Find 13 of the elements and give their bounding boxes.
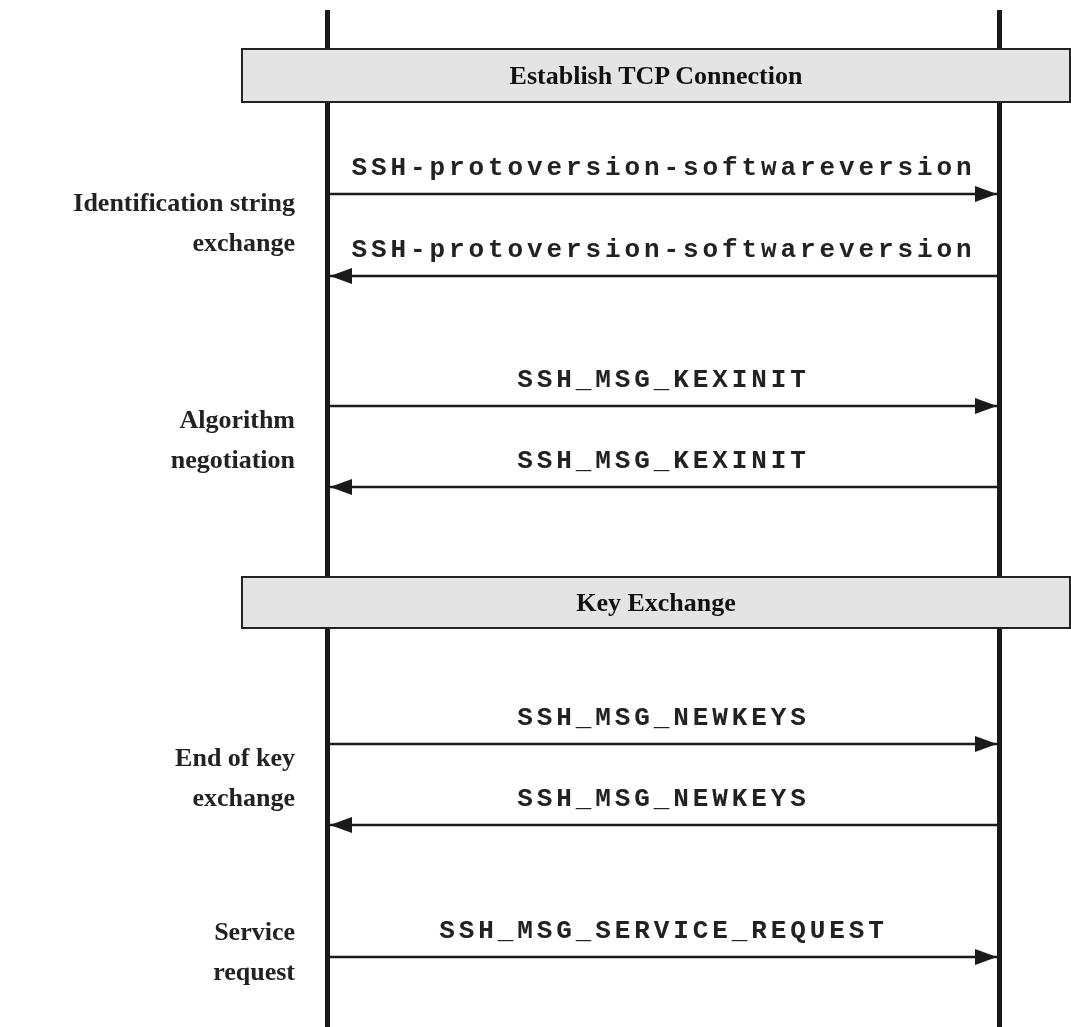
phase-band: Key Exchange <box>241 576 1071 629</box>
step-label: Service request <box>212 916 295 988</box>
message-arrow <box>330 268 997 284</box>
step-label: Algorithm negotiation <box>169 404 295 476</box>
step-label: End of key exchange <box>174 742 295 814</box>
phase-band: Establish TCP Connection <box>241 48 1071 103</box>
message-arrow <box>330 186 997 202</box>
message-arrow <box>330 398 997 414</box>
message-arrow <box>330 817 997 833</box>
message-arrow <box>330 479 997 495</box>
message-arrow <box>330 736 997 752</box>
message-arrow <box>330 949 997 965</box>
step-label: Identification string exchange <box>72 187 295 259</box>
